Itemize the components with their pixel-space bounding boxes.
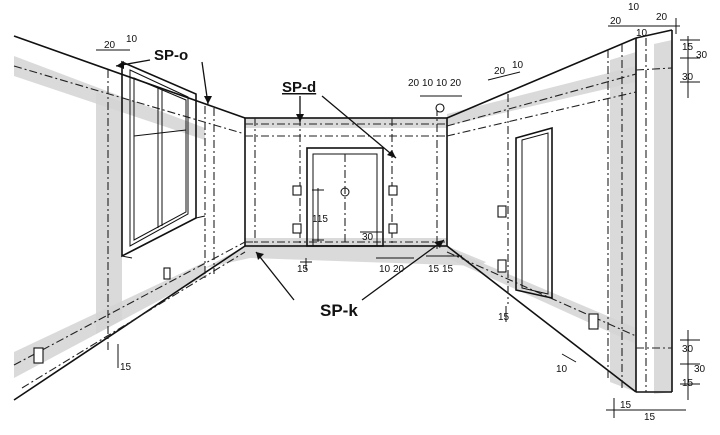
dim-corner-top-a: 20	[610, 16, 622, 27]
dim-corner-top-c: 10	[636, 28, 648, 39]
back-wall-door	[306, 147, 384, 247]
floor-zone	[205, 246, 486, 268]
dim-corner-right-d: 30	[682, 344, 694, 355]
dim-corner-right-c: 30	[682, 72, 694, 83]
installation-zone-bands	[14, 40, 672, 394]
dim-corner-top-d: 20	[656, 12, 668, 23]
socket-left-door	[292, 223, 302, 234]
socket-left-wall-low	[33, 347, 44, 364]
dim-center-top-c: 10	[436, 78, 448, 89]
left-wall-bottom-zone	[14, 262, 205, 378]
dim-corner-bottom-a: 15	[620, 400, 632, 411]
dim-corner-right-f: 15	[682, 378, 694, 389]
label-sp-k: SP-k	[320, 301, 358, 320]
socket-right-wall	[497, 259, 507, 273]
ceiling-junction	[435, 103, 445, 113]
dim-center-bottom-d: 15	[428, 264, 440, 275]
dim-center-side: 30	[362, 232, 374, 243]
socket-left-wall	[163, 267, 171, 280]
dim-center-bottom-c: 20	[393, 264, 405, 275]
socket-right-door	[388, 223, 398, 234]
dim-right-top-a: 20	[494, 66, 506, 77]
dimension-ticks	[96, 18, 700, 418]
left-wall-vertical-zone	[96, 92, 122, 334]
window	[121, 60, 206, 259]
dim-corner-top-b: 10	[628, 2, 640, 13]
dim-right-floor-b: 10	[556, 364, 568, 375]
door-light-marker	[340, 187, 350, 197]
dim-center-top-b: 10	[422, 78, 434, 89]
dim-center-bottom-e: 15	[442, 264, 454, 275]
socket-right-wall-low	[588, 313, 599, 330]
label-leaders	[115, 59, 445, 301]
label-sp-o: SP-o	[154, 47, 188, 64]
dim-left-top-b: 10	[126, 34, 138, 45]
dim-right-top-b: 10	[512, 60, 524, 71]
outlets	[33, 103, 599, 364]
dim-corner-right-e: 30	[694, 364, 706, 375]
right-wall-door	[515, 126, 553, 299]
dim-center-bottom-b: 10	[379, 264, 391, 275]
dim-right-wall-bottom: 15	[498, 312, 510, 323]
end-wall-zone	[654, 40, 672, 394]
switch-right-door	[388, 185, 398, 196]
dim-center-bottom-a: 15	[297, 264, 309, 275]
label-sp-d: SP-d	[282, 79, 316, 96]
dim-center-top-a: 20	[408, 78, 420, 89]
dim-left-top-a: 20	[104, 40, 116, 51]
dimension-labels: 20 10 15 20 10 10 20 115 30 15 10 20 15 …	[104, 2, 708, 423]
dim-center-top-d: 20	[450, 78, 462, 89]
dim-left-bottom: 15	[120, 362, 132, 373]
dim-corner-bottom-b: 15	[644, 412, 656, 423]
right-wall-top-zone	[447, 66, 636, 126]
dim-corner-right-b: 30	[696, 50, 708, 61]
switch-right-wall	[497, 205, 507, 218]
right-corner-vertical-zone	[610, 52, 636, 392]
dim-corner-right-a: 15	[682, 42, 694, 53]
dim-center-height: 115	[312, 214, 328, 225]
switch-left-door	[292, 185, 302, 196]
back-wall-top-zone	[245, 118, 447, 128]
zone-center-lines	[13, 38, 673, 392]
